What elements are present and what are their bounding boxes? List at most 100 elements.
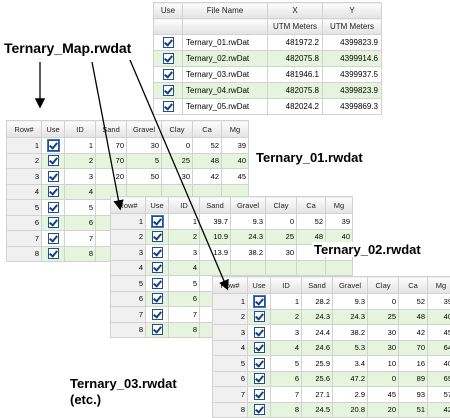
file-name-cell[interactable]: Ternary_03.rwDat <box>182 66 268 83</box>
cell-id[interactable]: 1 <box>168 213 200 230</box>
cell-mg[interactable]: 45 <box>427 324 450 341</box>
use-checkbox[interactable] <box>253 357 265 369</box>
cell-mg[interactable] <box>221 183 249 200</box>
use-checkbox[interactable] <box>151 262 163 274</box>
y-cell[interactable]: 4399914.6 <box>322 50 382 67</box>
column-header-gravel[interactable]: Gravel <box>230 196 266 214</box>
cell-ca[interactable]: 93 <box>398 386 428 403</box>
column-header-ca[interactable]: Ca <box>398 276 428 294</box>
use-checkbox[interactable] <box>47 232 59 244</box>
row-number[interactable]: 4 <box>6 183 42 200</box>
map-row[interactable]: Ternary_04.rwDat 482075.8 4399823.9 <box>153 82 382 99</box>
cell-sand[interactable]: 25.6 <box>301 370 333 387</box>
x-cell[interactable]: 481972.2 <box>267 34 323 51</box>
use-checkbox[interactable] <box>46 138 60 152</box>
cell-id[interactable]: 2 <box>64 152 96 169</box>
column-header-row[interactable]: Row# <box>110 196 146 214</box>
map-row[interactable]: Ternary_03.rwDat 481946.1 4399937.5 <box>153 66 382 83</box>
cell-id[interactable]: 8 <box>168 321 200 338</box>
cell-sand[interactable]: 28.2 <box>301 293 333 310</box>
use-checkbox[interactable] <box>253 311 265 323</box>
use-checkbox[interactable] <box>162 53 174 64</box>
cell-id[interactable]: 6 <box>270 370 302 387</box>
map-row[interactable]: Ternary_02.rwDat 482075.8 4399914.6 <box>153 50 382 67</box>
file-name-cell[interactable]: Ternary_04.rwDat <box>182 82 268 99</box>
cell-clay[interactable]: 30 <box>161 168 193 185</box>
cell-clay[interactable]: 25 <box>161 152 193 169</box>
row-number[interactable]: 4 <box>212 339 248 356</box>
cell-sand[interactable]: 70 <box>95 137 127 154</box>
cell-gravel[interactable]: 5.3 <box>332 339 368 356</box>
use-checkbox[interactable] <box>151 293 163 305</box>
row-number[interactable]: 1 <box>6 137 42 154</box>
use-checkbox[interactable] <box>253 404 265 416</box>
column-header-ca[interactable]: Ca <box>296 196 326 214</box>
cell-ca[interactable]: 48 <box>398 308 428 325</box>
column-header-mg[interactable]: Mg <box>221 120 249 138</box>
row-number[interactable]: 7 <box>212 386 248 403</box>
file-name-cell[interactable]: Ternary_02.rwDat <box>182 50 268 67</box>
cell-sand[interactable] <box>199 259 231 276</box>
column-header-gravel[interactable]: Gravel <box>126 120 162 138</box>
row-number[interactable]: 2 <box>212 308 248 325</box>
cell-id[interactable]: 4 <box>270 339 302 356</box>
cell-gravel[interactable] <box>230 259 266 276</box>
y-cell[interactable]: 4399823.9 <box>322 82 382 99</box>
cell-ca[interactable]: 52 <box>398 293 428 310</box>
use-checkbox[interactable] <box>151 324 163 336</box>
column-header-sand[interactable]: Sand <box>199 196 231 214</box>
cell-ca[interactable]: 52 <box>192 137 222 154</box>
cell-ca[interactable] <box>296 259 326 276</box>
column-header-row[interactable]: Row# <box>212 276 248 294</box>
column-header-id[interactable]: ID <box>270 276 302 294</box>
cell-mg[interactable] <box>325 259 353 276</box>
use-checkbox[interactable] <box>151 308 163 320</box>
cell-gravel[interactable]: 3.4 <box>332 355 368 372</box>
file-name-cell[interactable]: Ternary_05.rwDat <box>182 98 268 115</box>
y-cell[interactable]: 4399869.3 <box>322 98 382 115</box>
cell-mg[interactable]: 69 <box>427 370 450 387</box>
cell-id[interactable]: 6 <box>64 214 96 231</box>
cell-id[interactable]: 2 <box>270 308 302 325</box>
cell-mg[interactable]: 40 <box>221 152 249 169</box>
use-checkbox[interactable] <box>47 217 59 229</box>
cell-gravel[interactable]: 50 <box>126 168 162 185</box>
cell-clay[interactable]: 0 <box>367 293 399 310</box>
use-checkbox[interactable] <box>252 294 266 308</box>
cell-sand[interactable]: 13.9 <box>199 244 231 261</box>
cell-clay[interactable]: 30 <box>367 339 399 356</box>
cell-gravel[interactable]: 24.3 <box>230 228 266 245</box>
use-checkbox[interactable] <box>253 342 265 354</box>
use-checkbox[interactable] <box>47 186 59 198</box>
cell-id[interactable]: 3 <box>270 324 302 341</box>
column-header-sand[interactable]: Sand <box>301 276 333 294</box>
cell-id[interactable]: 4 <box>168 259 200 276</box>
use-checkbox[interactable] <box>151 277 163 289</box>
row-number[interactable]: 3 <box>6 168 42 185</box>
cell-ca[interactable]: 16 <box>398 355 428 372</box>
column-header-id[interactable]: ID <box>168 196 200 214</box>
cell-clay[interactable]: 30 <box>265 244 297 261</box>
cell-mg[interactable]: 64 <box>427 339 450 356</box>
cell-sand[interactable]: 24.3 <box>301 308 333 325</box>
column-header-gravel[interactable]: Gravel <box>332 276 368 294</box>
cell-id[interactable]: 4 <box>64 183 96 200</box>
cell-sand[interactable]: 25.9 <box>301 355 333 372</box>
cell-id[interactable]: 1 <box>270 293 302 310</box>
x-cell[interactable]: 482024.2 <box>267 98 323 115</box>
column-header-sand[interactable]: Sand <box>95 120 127 138</box>
column-header-id[interactable]: ID <box>64 120 96 138</box>
cell-mg[interactable]: 40 <box>427 308 450 325</box>
cell-sand[interactable]: 24.4 <box>301 324 333 341</box>
cell-gravel[interactable]: 9.3 <box>332 293 368 310</box>
column-header-use[interactable]: Use <box>145 196 169 214</box>
cell-mg[interactable]: 40 <box>427 355 450 372</box>
cell-gravel[interactable]: 47.2 <box>332 370 368 387</box>
row-number[interactable]: 4 <box>110 259 146 276</box>
cell-clay[interactable]: 0 <box>265 213 297 230</box>
cell-mg[interactable]: 40 <box>325 228 353 245</box>
